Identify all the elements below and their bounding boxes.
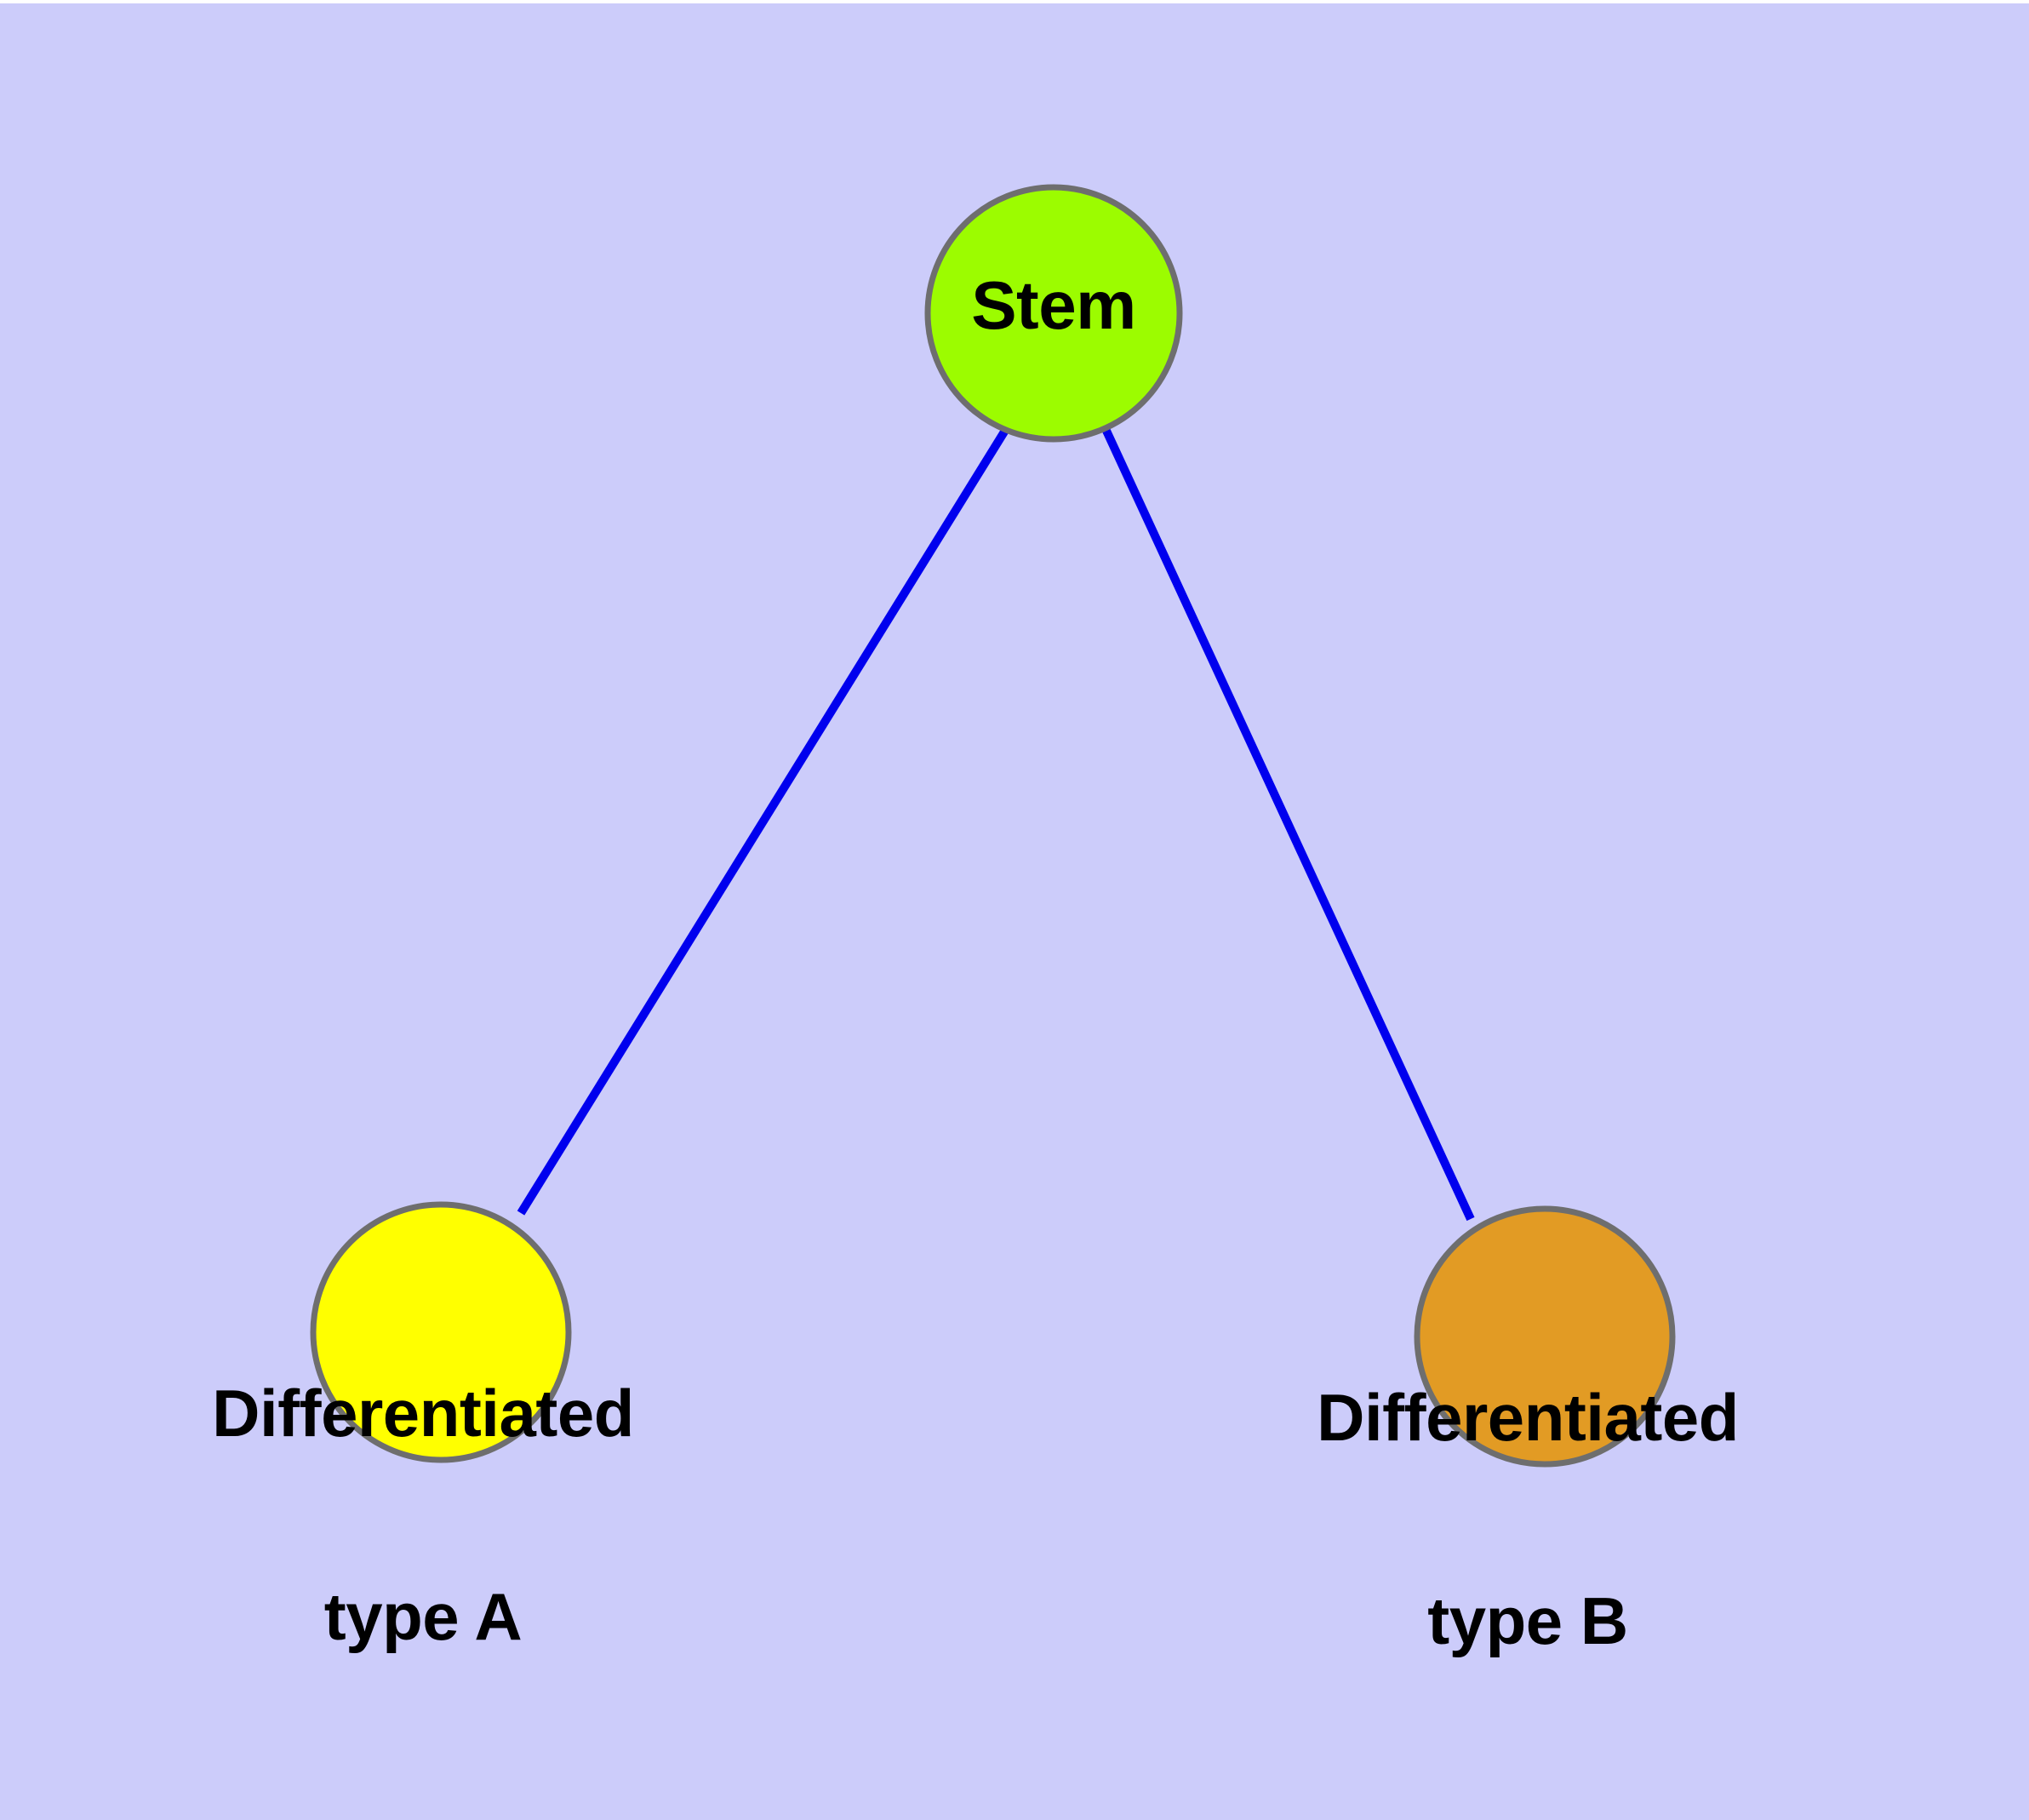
node-stem[interactable]: [924, 184, 1183, 443]
node-differentiated-type-b[interactable]: [1414, 1205, 1676, 1468]
edge-stem-to-differentiated-type-a[interactable]: [517, 426, 1010, 1216]
edge-layer: [517, 426, 1475, 1222]
node-layer: [310, 184, 1676, 1468]
edge-stem-to-differentiated-type-b[interactable]: [1102, 428, 1475, 1222]
node-differentiated-type-a[interactable]: [310, 1201, 572, 1463]
